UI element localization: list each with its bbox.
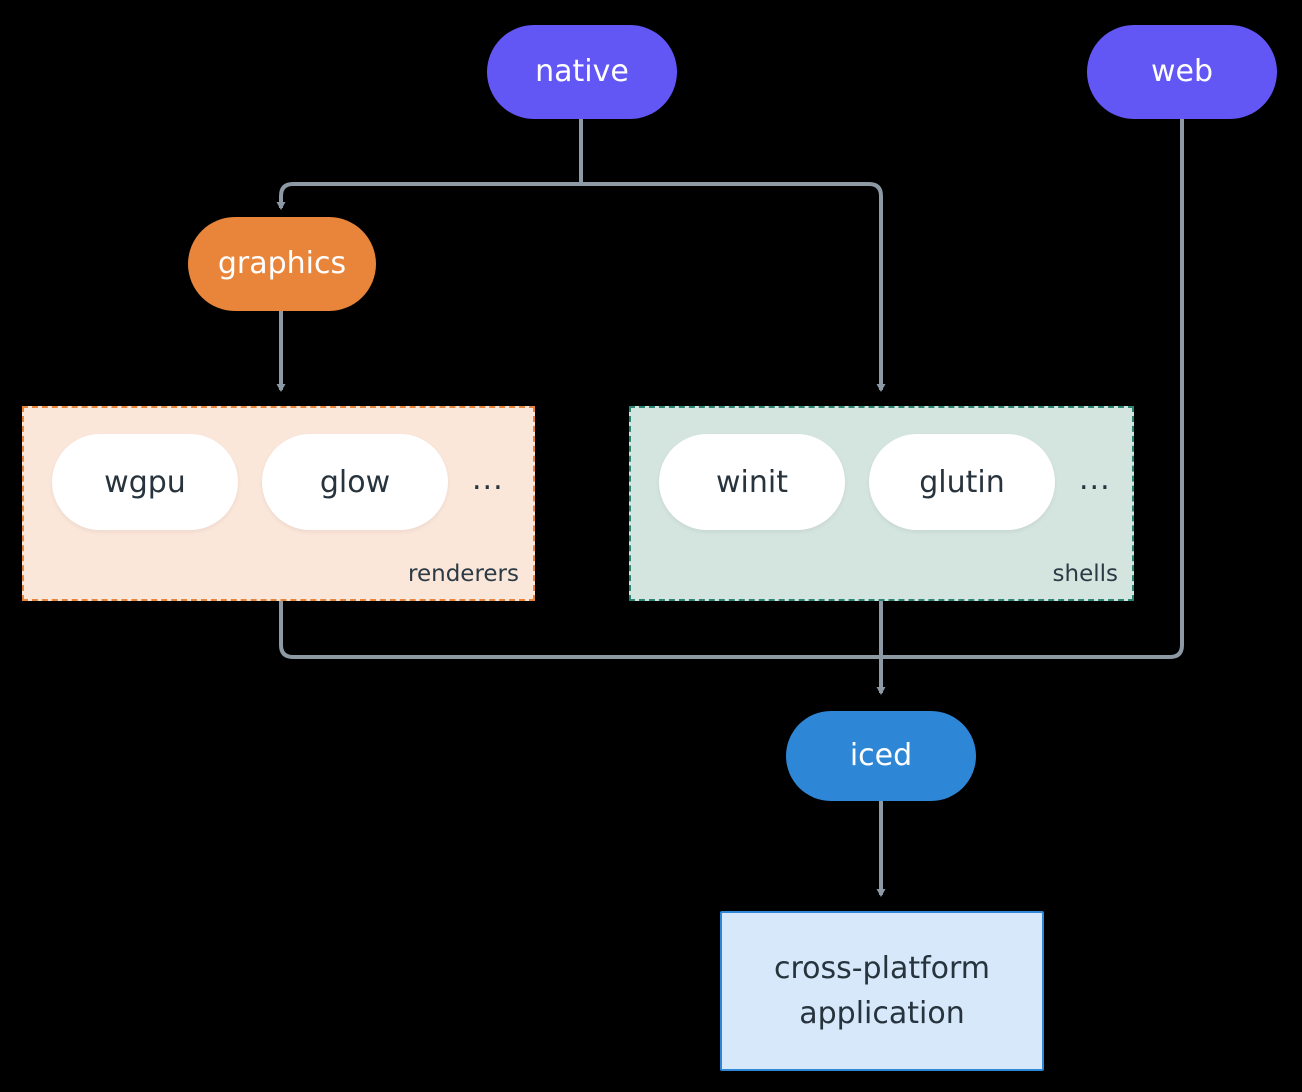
node-cross-platform-application[interactable]: cross-platform application [720,911,1044,1071]
node-iced-label: iced [849,738,913,774]
shells-overflow-ellipsis: ... [1079,461,1111,497]
node-web-label: web [1150,54,1214,90]
sub-node-glow[interactable]: glow [262,434,448,530]
cluster-renderers-items: wgpu glow ... [24,434,504,530]
node-iced[interactable]: iced [786,711,976,801]
sub-node-glutin-label: glutin [919,464,1005,500]
renderers-overflow-ellipsis: ... [472,461,504,497]
cluster-shells-items: winit glutin ... [631,434,1111,530]
node-native-label: native [535,54,629,90]
node-native[interactable]: native [487,25,677,119]
cluster-shells[interactable]: winit glutin ... shells [629,406,1134,601]
node-graphics-label: graphics [217,246,347,282]
sub-node-wgpu-label: wgpu [104,464,186,500]
cluster-shells-label: shells [1052,561,1118,587]
sub-node-wgpu[interactable]: wgpu [52,434,238,530]
cluster-renderers[interactable]: wgpu glow ... renderers [22,406,535,601]
sub-node-winit-label: winit [716,464,788,500]
sub-node-glow-label: glow [319,464,391,500]
sub-node-glutin[interactable]: glutin [869,434,1055,530]
sub-node-winit[interactable]: winit [659,434,845,530]
application-label-line2: application [799,996,965,1031]
edge-native-to-graphics [276,182,581,210]
node-graphics[interactable]: graphics [188,217,376,311]
edge-web-to-iced [881,119,1184,659]
node-web[interactable]: web [1087,25,1277,119]
edge-renderers-to-iced [279,601,881,659]
application-label-line1: cross-platform [773,950,991,986]
cluster-renderers-label: renderers [408,561,519,587]
edge-native-to-shells [581,182,886,392]
